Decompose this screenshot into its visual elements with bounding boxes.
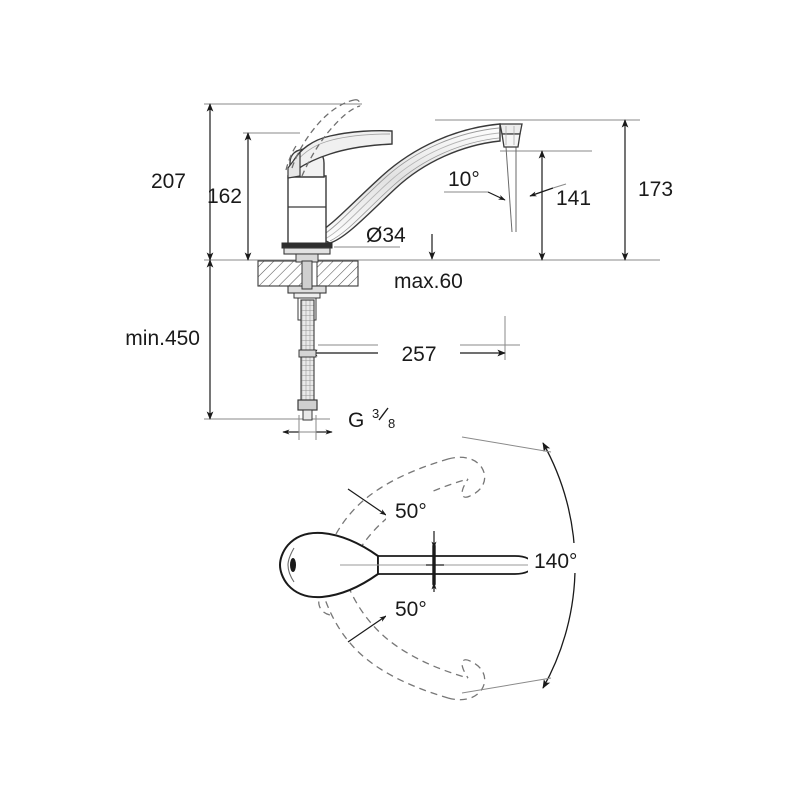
dim-label-162: 162	[207, 185, 242, 208]
base-mount	[281, 242, 333, 263]
dimension-swivel-total-140: 140°	[461, 436, 604, 694]
thread-label-g: G	[348, 409, 364, 432]
dim-label-257: 257	[401, 343, 436, 366]
dimension-angle10: 10°	[444, 146, 567, 233]
dimension-173: 173	[621, 119, 673, 261]
dim-label-swivel-lower: 50°	[395, 598, 427, 621]
dim-label-swivel-total: 140°	[534, 550, 577, 573]
dim-label-min450: min.450	[125, 327, 200, 350]
dimension-207: 207	[151, 103, 214, 261]
plan-swivel-view: 50° 50° 140°	[278, 436, 604, 701]
dim-label-angle10: 10°	[448, 168, 480, 191]
dimension-max60: max.60	[392, 234, 488, 293]
dim-label-207: 207	[151, 170, 186, 193]
spout-body	[312, 123, 501, 244]
lever-handle-open-position	[285, 99, 361, 177]
dim-label-max60: max.60	[394, 270, 463, 293]
dimension-swivel-upper-50: 50°	[347, 488, 452, 549]
dim-label-swivel-upper: 50°	[395, 500, 427, 523]
dim-label-diameter34: Ø34	[366, 224, 406, 247]
faucet-plan-solid	[278, 531, 534, 599]
elevation-view: 207 162 141 173 min.450 257	[125, 99, 673, 440]
thread-label-numerator: 3	[372, 406, 379, 421]
thread-label-denominator: 8	[388, 416, 395, 431]
dim-label-141: 141	[556, 187, 591, 210]
flexible-hose	[297, 299, 318, 421]
dimension-257: 257	[309, 338, 506, 368]
dimension-swivel-lower-50: 50°	[347, 582, 452, 643]
lever-handle	[287, 129, 393, 179]
spout-outlet-aerator	[499, 123, 523, 148]
thread-callout-g38: G 3 8	[282, 406, 395, 440]
dimension-141: 141	[538, 150, 591, 261]
dimension-min450: min.450	[125, 259, 214, 420]
dim-label-173: 173	[638, 178, 673, 201]
faucet-outline-lower-50	[318, 574, 486, 701]
dimension-162: 162	[207, 132, 252, 261]
